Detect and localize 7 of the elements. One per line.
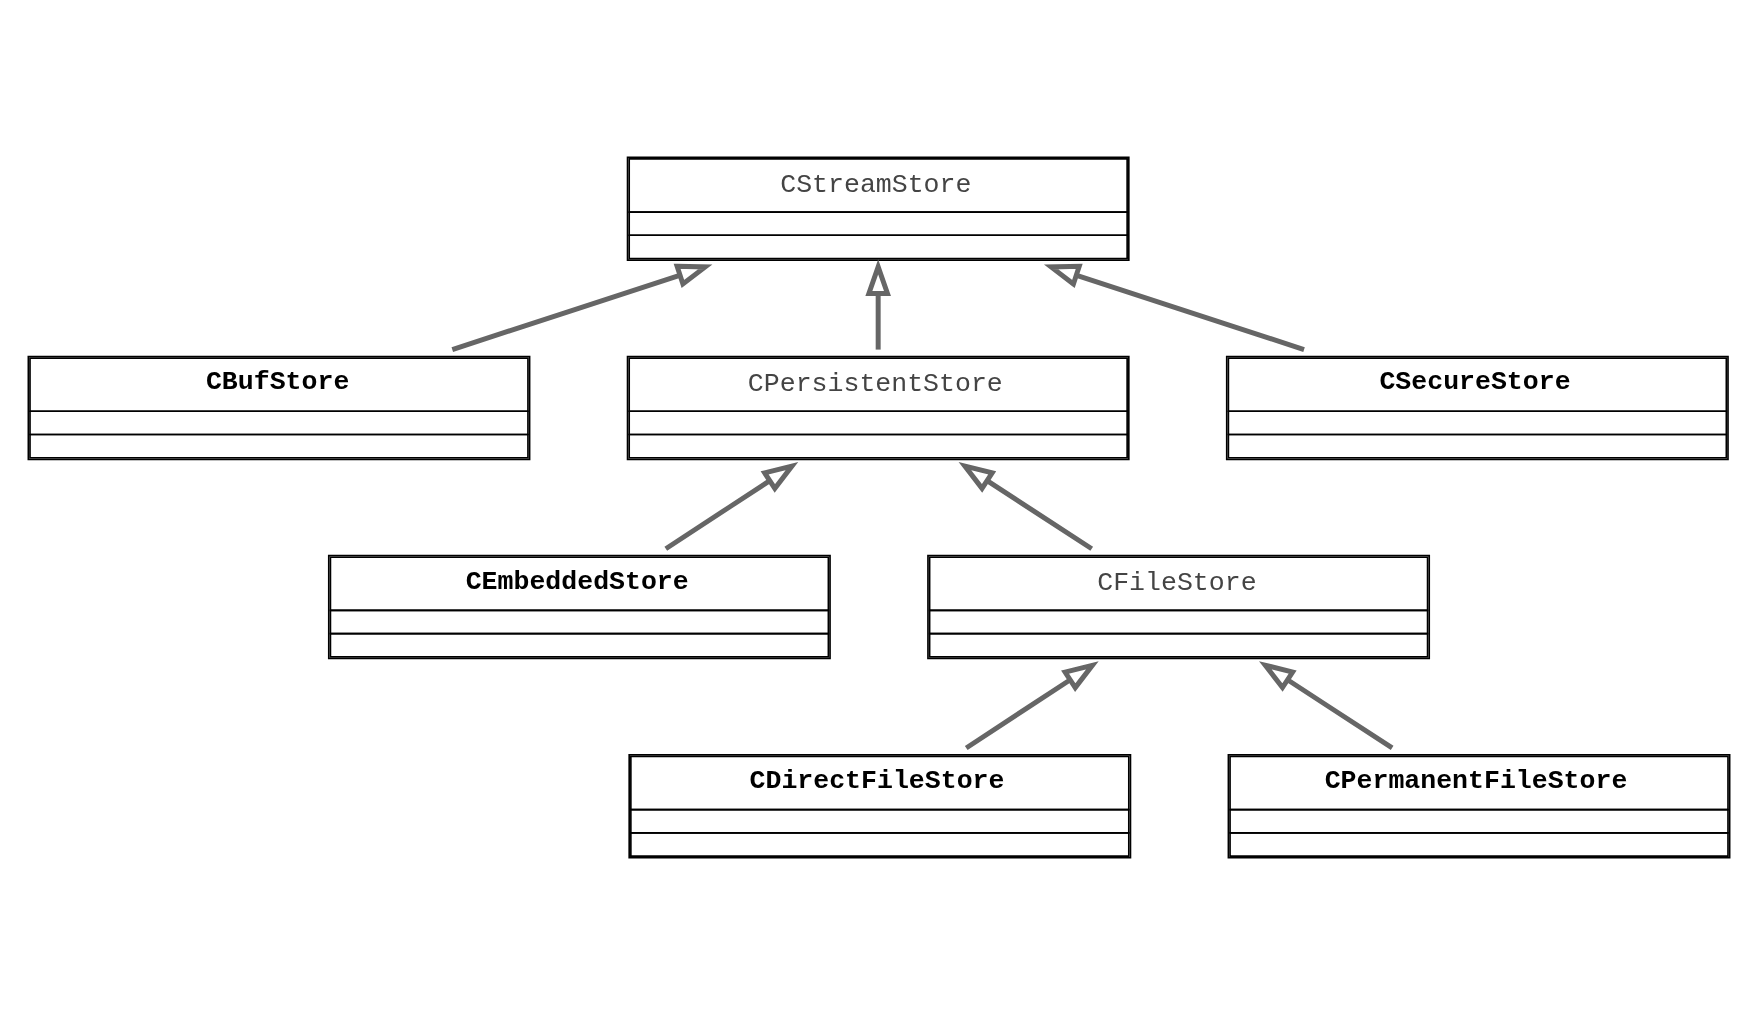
arrow	[451, 263, 713, 352]
arrow	[1259, 661, 1394, 751]
arrow	[865, 259, 891, 350]
arrow	[1043, 263, 1305, 352]
arrow	[958, 461, 1094, 551]
arrow	[664, 461, 799, 551]
arrow	[964, 661, 1099, 751]
